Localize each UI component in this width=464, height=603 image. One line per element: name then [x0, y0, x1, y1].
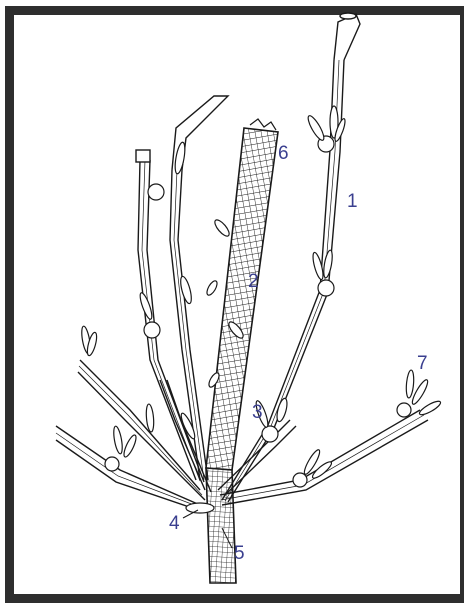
label-3: 3: [252, 403, 263, 422]
label-4: 4: [169, 514, 180, 533]
label-1: 1: [347, 192, 358, 211]
label-2: 2: [248, 272, 259, 291]
label-7: 7: [417, 354, 428, 373]
label-6: 6: [278, 144, 289, 163]
branch-7: [218, 410, 428, 505]
label-5: 5: [234, 544, 245, 563]
main-axis: [206, 119, 278, 583]
